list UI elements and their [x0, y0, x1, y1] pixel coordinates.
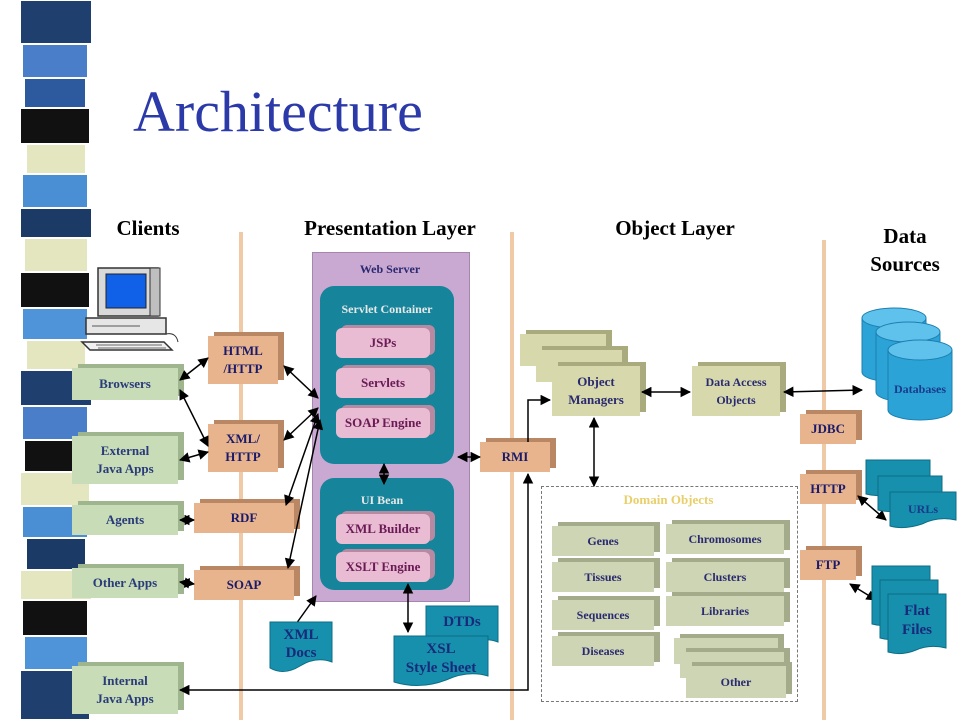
- computer-icon: [80, 267, 179, 351]
- urls-document-stack: [865, 459, 957, 529]
- component-soap-engine: SOAP Engine: [336, 408, 430, 438]
- link-html-webserver: [283, 365, 319, 399]
- client-external-java-apps: External Java Apps: [72, 436, 178, 484]
- databases-label: Databases: [893, 382, 946, 396]
- column-header-data-sources: Data Sources: [870, 224, 940, 276]
- domain-objects-label: Domain Objects: [623, 492, 714, 507]
- xsl-style-sheet-label: XSL Style Sheet: [405, 641, 477, 676]
- column-header-object: Object Layer: [615, 216, 735, 240]
- urls-label: URLs: [907, 502, 938, 516]
- domain-tissues: Tissues: [552, 562, 654, 592]
- link-rmi-managers: [527, 394, 552, 442]
- domain-genes: Genes: [552, 526, 654, 556]
- client-internal-java-apps: Internal Java Apps: [72, 666, 178, 714]
- link-xml-webserver: [283, 407, 319, 441]
- link-external-xml: [178, 449, 210, 463]
- client-agents: Agents: [72, 505, 178, 535]
- protocol-html-http: HTML /HTTP: [208, 336, 278, 384]
- domain-clusters: Clusters: [666, 562, 784, 592]
- link-rdf-webserver: [284, 413, 320, 506]
- flat-files-document-stack: [871, 565, 947, 655]
- domain-other: Other: [686, 666, 786, 698]
- client-browsers: Browsers: [72, 368, 178, 400]
- link-soap-webserver: [284, 418, 324, 570]
- link-internal-rmi: [178, 472, 534, 696]
- data-access-objects: Data Access Objects: [692, 366, 780, 416]
- column-header-clients: Clients: [116, 216, 180, 240]
- domain-objects-group: [541, 486, 798, 702]
- dtds-label: DTDs: [443, 614, 481, 630]
- link-dao-databases: [782, 384, 864, 398]
- page-title: Architecture: [133, 79, 423, 144]
- domain-libraries: Libraries: [666, 596, 784, 626]
- domain-diseases: Diseases: [552, 636, 654, 666]
- xml-docs-document: [269, 621, 333, 672]
- database-icon: [861, 307, 953, 421]
- link-browsers-html: [179, 357, 209, 381]
- column-header-presentation: Presentation Layer: [304, 216, 476, 240]
- protocol-ftp: FTP: [800, 550, 856, 580]
- domain-sequences: Sequences: [552, 600, 654, 630]
- link-xmldocs-webserver: [295, 595, 317, 625]
- xsl-style-sheet-document: [393, 635, 489, 686]
- object-managers: Object Managers: [552, 366, 640, 416]
- web-server-label: Web Server: [359, 262, 421, 276]
- servlet-container-label: Servlet Container: [341, 302, 433, 316]
- protocol-rmi: RMI: [480, 442, 550, 472]
- decorative-stripe: [0, 0, 100, 720]
- link-otherapps-soap: [178, 577, 196, 589]
- component-jsps: JSPs: [336, 328, 430, 358]
- protocol-http: HTTP: [800, 474, 856, 504]
- client-other-apps: Other Apps: [72, 568, 178, 598]
- protocol-jdbc: JDBC: [800, 414, 856, 444]
- xml-docs-label: XML Docs: [283, 627, 319, 661]
- flat-files-label: Flat Files: [902, 603, 932, 638]
- protocol-xml-http: XML/ HTTP: [208, 424, 278, 472]
- component-servlets: Servlets: [336, 368, 430, 398]
- link-browsers-xml: [179, 389, 209, 447]
- domain-chromosomes: Chromosomes: [666, 524, 784, 554]
- link-http-urls: [857, 495, 887, 521]
